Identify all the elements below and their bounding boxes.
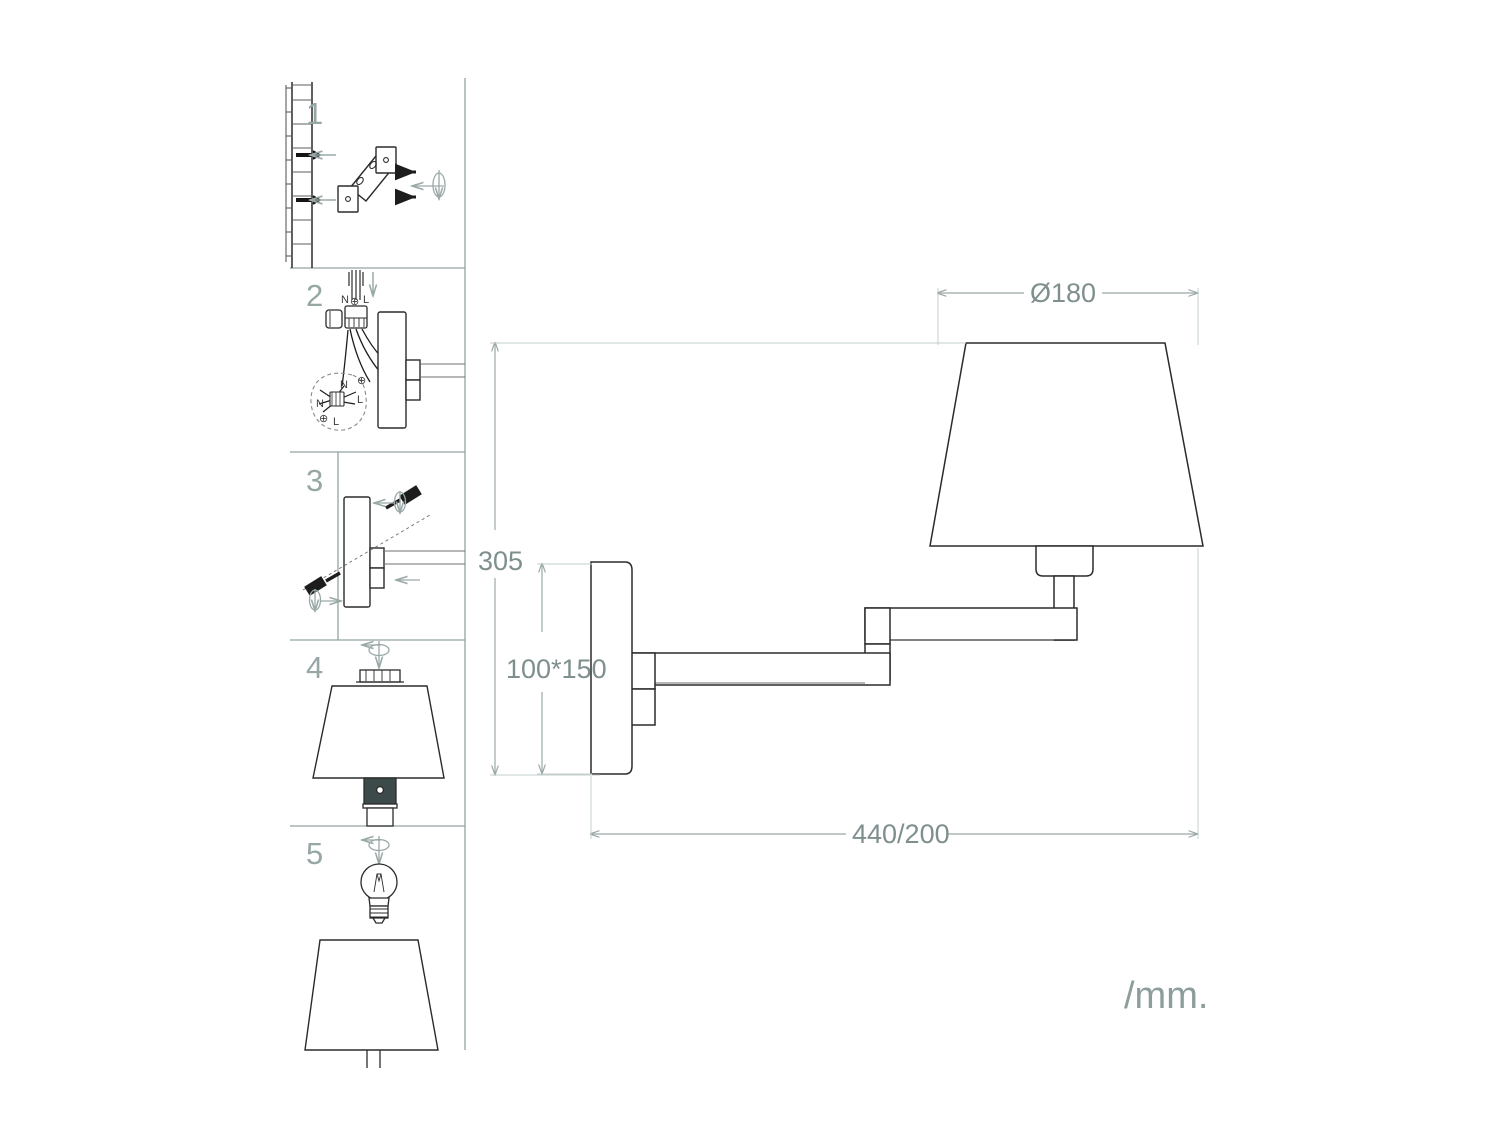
dim-wall-plate-label: 100*150 xyxy=(506,654,607,684)
terminal-block xyxy=(325,305,368,329)
step-4-rotate-arrow xyxy=(362,641,390,668)
wire-label-earth-top: ⊕ xyxy=(350,296,359,308)
wall-hatching xyxy=(285,84,312,262)
step-1-arrows xyxy=(310,155,446,206)
balloon-label-earth-top: ⊕ xyxy=(357,375,366,387)
balloon-label-l-right: L xyxy=(357,394,363,406)
rotate-symbol-1 xyxy=(412,170,446,199)
wall-screws xyxy=(296,153,312,202)
wire-label-l-top: L xyxy=(363,294,369,306)
balloon-label-earth-bottom: ⊕ xyxy=(319,413,328,425)
step-5-diagram: 5 xyxy=(304,836,439,1068)
balloon-label-l-bottom: L xyxy=(333,416,339,428)
wall-mounting-plate xyxy=(590,561,633,775)
step-5-rotate-arrow xyxy=(362,836,390,864)
lamp-base-plate xyxy=(377,311,421,429)
main-assembly-drawing xyxy=(590,342,1204,775)
screwdriver-axis xyxy=(302,514,431,591)
step-4-diagram: 4 xyxy=(306,641,445,827)
mounting-bracket xyxy=(337,146,397,213)
lampshade-step5 xyxy=(304,939,439,1051)
balloon-label-n-top: N xyxy=(340,379,348,391)
lamp-socket-step4 xyxy=(362,777,398,827)
wall-joint xyxy=(629,652,656,726)
finial-nut xyxy=(356,669,404,683)
main-lampshade xyxy=(929,342,1204,547)
step-3-arrows xyxy=(308,491,420,611)
step-1-diagram: 1 xyxy=(285,82,446,268)
step-2-number: 2 xyxy=(306,278,323,313)
step-5-number: 5 xyxy=(306,836,323,871)
shade-neck xyxy=(1035,545,1094,577)
step-3-number: 3 xyxy=(306,463,323,498)
light-bulb-icon xyxy=(360,863,398,924)
step-4-number: 4 xyxy=(306,650,323,685)
wire-label-n-top: N xyxy=(341,294,349,306)
dim-wall-plate: 100*150 xyxy=(506,564,607,774)
dimension-annotations: Ø180 305 100*150 440/200 xyxy=(478,278,1198,849)
dim-reach-label: 440/200 xyxy=(852,819,950,849)
outer-arm-segment xyxy=(864,607,1078,641)
step-1-number: 1 xyxy=(306,96,323,131)
step-2-diagram: N L ⊕ xyxy=(306,270,465,431)
dim-height: 305 xyxy=(478,343,966,775)
wiring-detail-balloon: N ⊕ L N ⊕ L xyxy=(310,372,367,431)
units-label: /mm. xyxy=(1124,975,1208,1017)
dim-shade-diameter: Ø180 xyxy=(938,278,1198,345)
inner-arm-segment xyxy=(629,652,891,686)
dim-shade-diameter-label: Ø180 xyxy=(1030,278,1096,308)
dim-reach: 440/200 xyxy=(591,548,1198,849)
lampshade-step4 xyxy=(312,685,445,779)
balloon-label-n-left: N xyxy=(316,398,324,410)
dim-height-label: 305 xyxy=(478,546,523,576)
step-3-diagram: 3 xyxy=(302,463,465,611)
